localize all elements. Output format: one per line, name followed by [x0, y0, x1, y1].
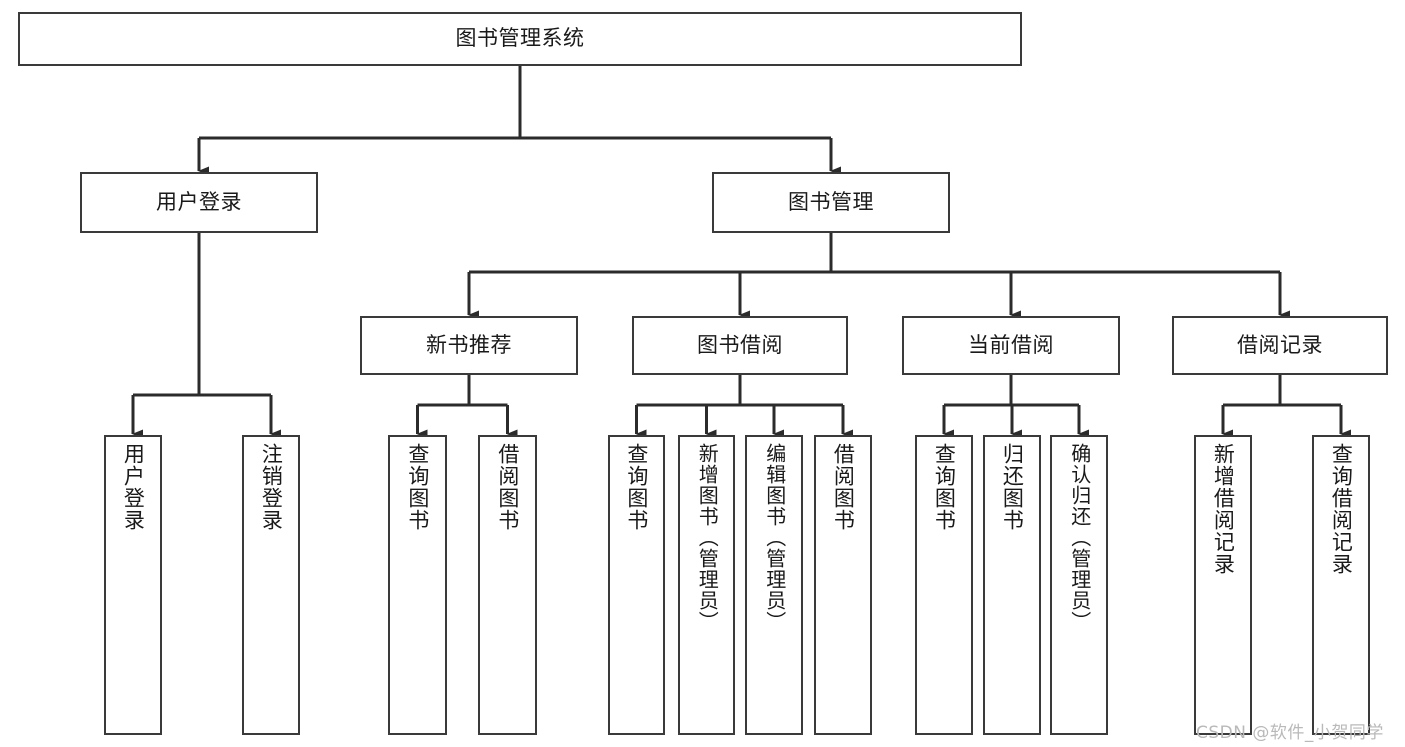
node-label: 新增图书（管理员）	[695, 443, 720, 632]
node-label: 借阅图书	[495, 443, 520, 531]
node-label: 借阅记录	[1237, 332, 1323, 357]
node-leaf-3[interactable]: 查询图书	[388, 435, 447, 735]
node-label: 新书推荐	[426, 332, 512, 357]
node-label: 查询图书	[405, 443, 430, 531]
node-newbook[interactable]: 新书推荐	[360, 316, 578, 375]
node-label: 归还图书	[1000, 443, 1025, 531]
node-leaf-6[interactable]: 新增图书（管理员）	[678, 435, 735, 735]
node-label: 当前借阅	[968, 332, 1054, 357]
node-label: 新增借阅记录	[1211, 443, 1236, 575]
node-label: 编辑图书（管理员）	[762, 443, 787, 632]
node-label: 查询图书	[932, 443, 957, 531]
node-leaf-12[interactable]: 新增借阅记录	[1194, 435, 1252, 735]
node-bookmgmt[interactable]: 图书管理	[712, 172, 950, 233]
node-label: 查询借阅记录	[1329, 443, 1354, 575]
node-label: 确认归还（管理员）	[1067, 443, 1092, 632]
node-leaf-9[interactable]: 查询图书	[915, 435, 973, 735]
node-label: 注销登录	[259, 443, 284, 531]
node-leaf-8[interactable]: 借阅图书	[814, 435, 872, 735]
node-leaf-7[interactable]: 编辑图书（管理员）	[745, 435, 803, 735]
node-records[interactable]: 借阅记录	[1172, 316, 1388, 375]
node-label: 借阅图书	[831, 443, 856, 531]
node-leaf-10[interactable]: 归还图书	[983, 435, 1041, 735]
node-current[interactable]: 当前借阅	[902, 316, 1120, 375]
node-label: 用户登录	[121, 443, 146, 531]
node-borrow[interactable]: 图书借阅	[632, 316, 848, 375]
node-label: 用户登录	[156, 189, 242, 214]
node-label: 查询图书	[624, 443, 649, 531]
node-label: 图书管理	[788, 189, 874, 214]
edge-group	[131, 66, 1351, 439]
node-root[interactable]: 图书管理系统	[18, 12, 1022, 66]
node-label: 图书借阅	[697, 332, 783, 357]
node-leaf-11[interactable]: 确认归还（管理员）	[1050, 435, 1108, 735]
node-leaf-1[interactable]: 用户登录	[104, 435, 162, 735]
watermark: CSDN @软件_小贺同学	[1196, 723, 1384, 743]
node-label: 图书管理系统	[455, 26, 585, 51]
node-leaf-4[interactable]: 借阅图书	[478, 435, 537, 735]
node-login[interactable]: 用户登录	[80, 172, 318, 233]
node-leaf-13[interactable]: 查询借阅记录	[1312, 435, 1370, 735]
node-leaf-5[interactable]: 查询图书	[608, 435, 665, 735]
node-leaf-2[interactable]: 注销登录	[242, 435, 300, 735]
